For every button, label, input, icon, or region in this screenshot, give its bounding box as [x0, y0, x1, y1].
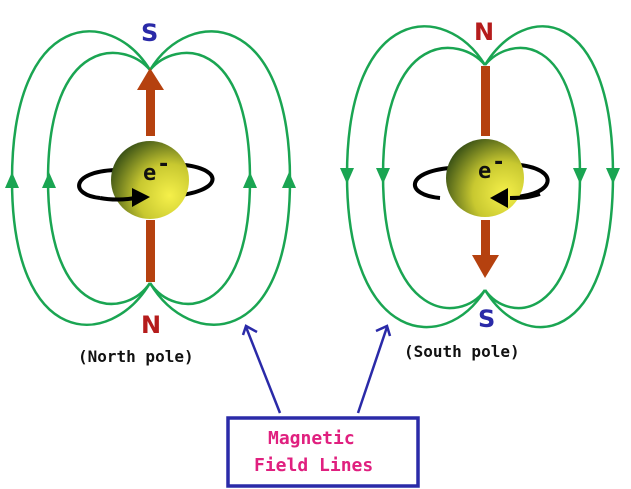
- field-arrow-down-icon: [376, 168, 390, 184]
- electron-charge: -: [492, 150, 505, 175]
- spin-arrow-up-icon: [137, 68, 164, 90]
- pole-label-bottom: N: [141, 311, 161, 339]
- field-arrow-up-icon: [243, 172, 257, 188]
- spin-arrow-shaft-upper: [481, 66, 490, 136]
- pole-label-top: S: [141, 19, 158, 47]
- pointer-line-left: [244, 326, 282, 414]
- right-dipole: e - N S (South pole): [340, 18, 620, 361]
- rotation-arrow-right-icon: [132, 188, 150, 207]
- pole-label-top: N: [474, 18, 494, 46]
- pointer-arrowhead-icon: [241, 324, 258, 336]
- pointer-line-right: [356, 326, 389, 414]
- pointer-arrowhead-icon: [375, 324, 392, 337]
- electron-charge: -: [157, 152, 170, 177]
- rotation-ring-back: [412, 166, 451, 200]
- spin-arrow-shaft-lower: [481, 220, 490, 256]
- electron-label: e: [478, 159, 491, 184]
- north-pole-caption: (North pole): [78, 347, 194, 366]
- field-arrow-down-icon: [340, 168, 354, 184]
- label-line-1: Magnetic: [268, 428, 355, 449]
- field-arrow-up-icon: [282, 172, 296, 188]
- pole-label-bottom: S: [478, 305, 495, 333]
- south-pole-caption: (South pole): [404, 342, 520, 361]
- rotation-arrow-left-icon: [490, 188, 508, 208]
- electron-label: e: [143, 161, 156, 186]
- spin-arrow-shaft-upper: [146, 88, 155, 136]
- rotation-ring-back: [77, 168, 116, 200]
- spin-arrow-down-icon: [472, 255, 499, 278]
- label-line-2: Field Lines: [254, 455, 373, 476]
- field-arrow-up-icon: [5, 172, 19, 188]
- left-dipole: e - S N (North pole): [5, 19, 296, 366]
- field-arrow-down-icon: [606, 168, 620, 184]
- pointer-arrows: [241, 324, 392, 414]
- field-arrow-up-icon: [42, 172, 56, 188]
- rotation-ring-front: [99, 196, 136, 202]
- field-lines-label-box: Magnetic Field Lines: [226, 416, 420, 488]
- field-arrow-down-icon: [573, 168, 587, 184]
- rotation-ring-front: [509, 192, 541, 200]
- spin-arrow-shaft-lower: [146, 220, 155, 282]
